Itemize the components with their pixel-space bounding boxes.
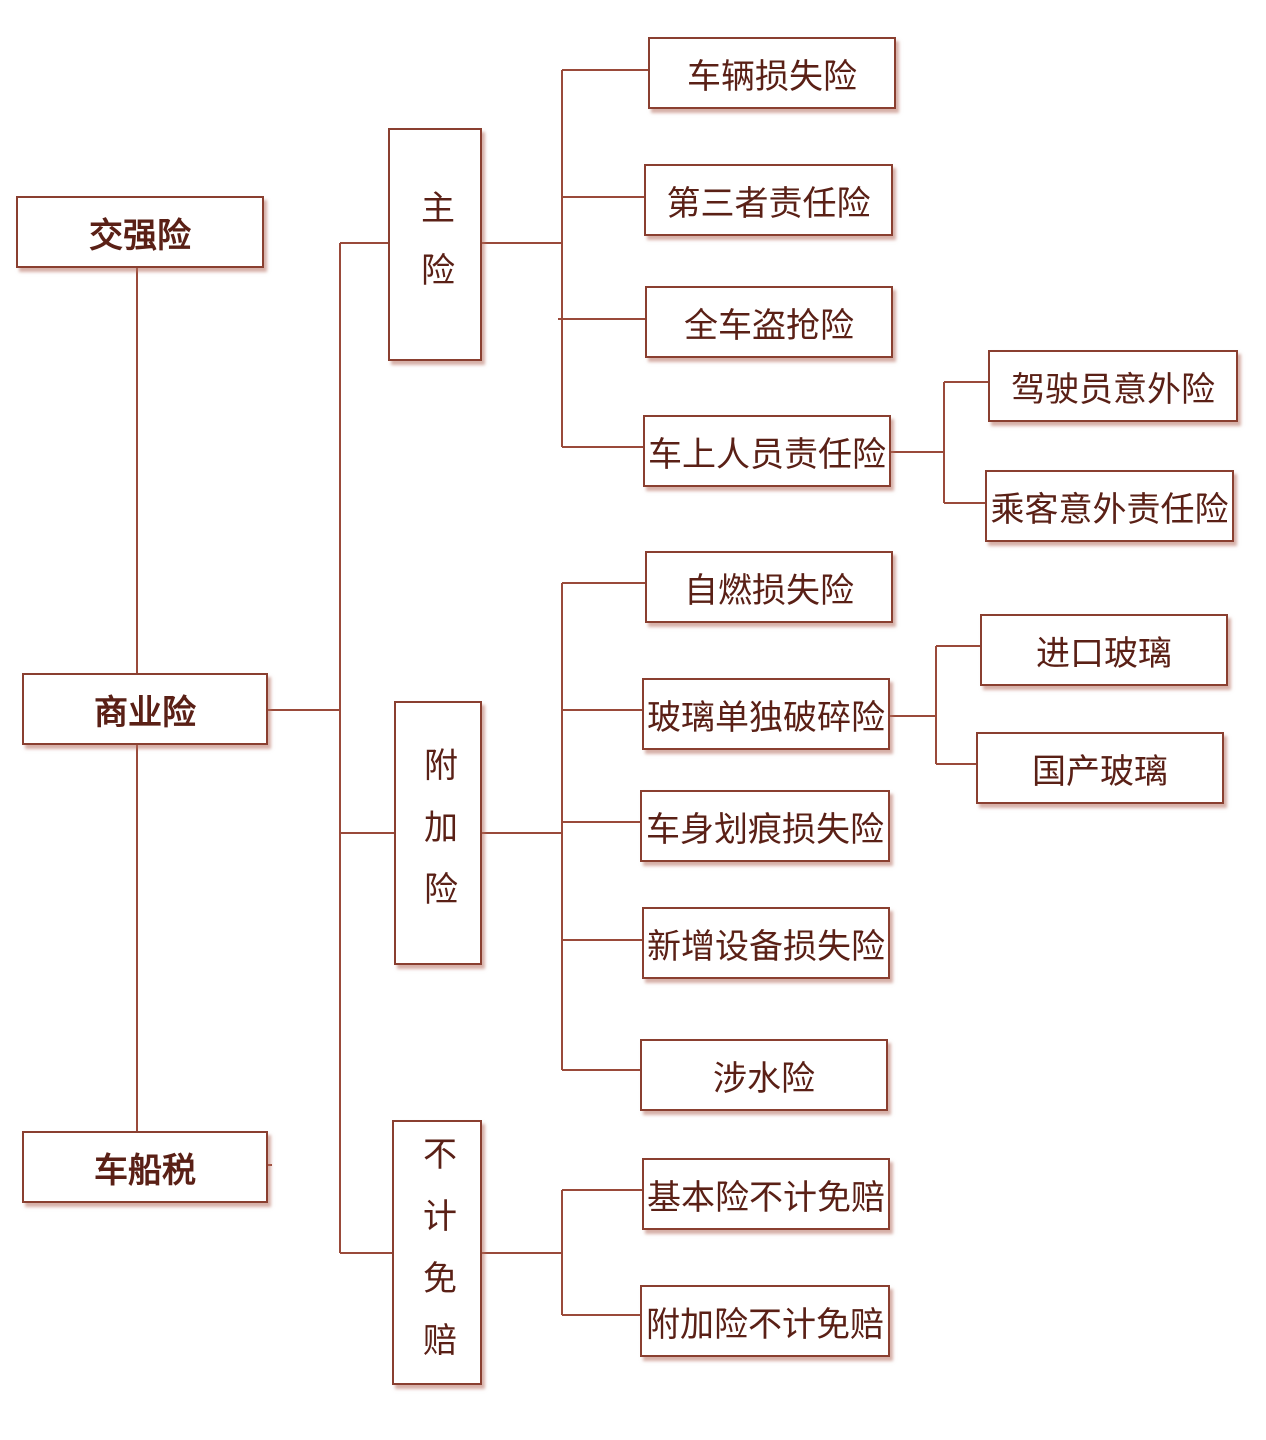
xinzeng-shebei-node: 新增设备损失险 <box>642 907 890 979</box>
jiben-bujimianpei-node: 基本险不计免赔 <box>642 1158 890 1230</box>
sheshui-node: 涉水险 <box>640 1039 888 1111</box>
chengke-node: 乘客意外责任险 <box>985 470 1234 542</box>
jiashiyuan-node: 驾驶员意外险 <box>988 350 1238 422</box>
fujia-bujimianpei-node: 附加险不计免赔 <box>640 1285 890 1357</box>
shangye-node: 商业险 <box>22 673 268 745</box>
jinkou-boli-node: 进口玻璃 <box>980 614 1228 686</box>
jiaoqiang-node: 交强险 <box>16 196 264 268</box>
cheliang-sunshi-node: 车辆损失险 <box>648 37 896 109</box>
guochan-boli-node: 国产玻璃 <box>976 732 1224 804</box>
fujiaxian-node: 附加险 <box>394 701 482 965</box>
boli-posui-node: 玻璃单独破碎险 <box>642 678 890 750</box>
chechuan-node: 车船税 <box>22 1131 268 1203</box>
bujimianpei-node: 不计免赔 <box>392 1120 482 1385</box>
cheshen-huahen-node: 车身划痕损失险 <box>640 790 890 862</box>
cheshang-renyuan-node: 车上人员责任险 <box>643 415 891 487</box>
zhuxian-node: 主险 <box>388 128 482 361</box>
quanche-daoqiang-node: 全车盗抢险 <box>645 286 893 358</box>
ziran-node: 自燃损失险 <box>645 551 893 623</box>
disanzhe-node: 第三者责任险 <box>644 164 893 236</box>
